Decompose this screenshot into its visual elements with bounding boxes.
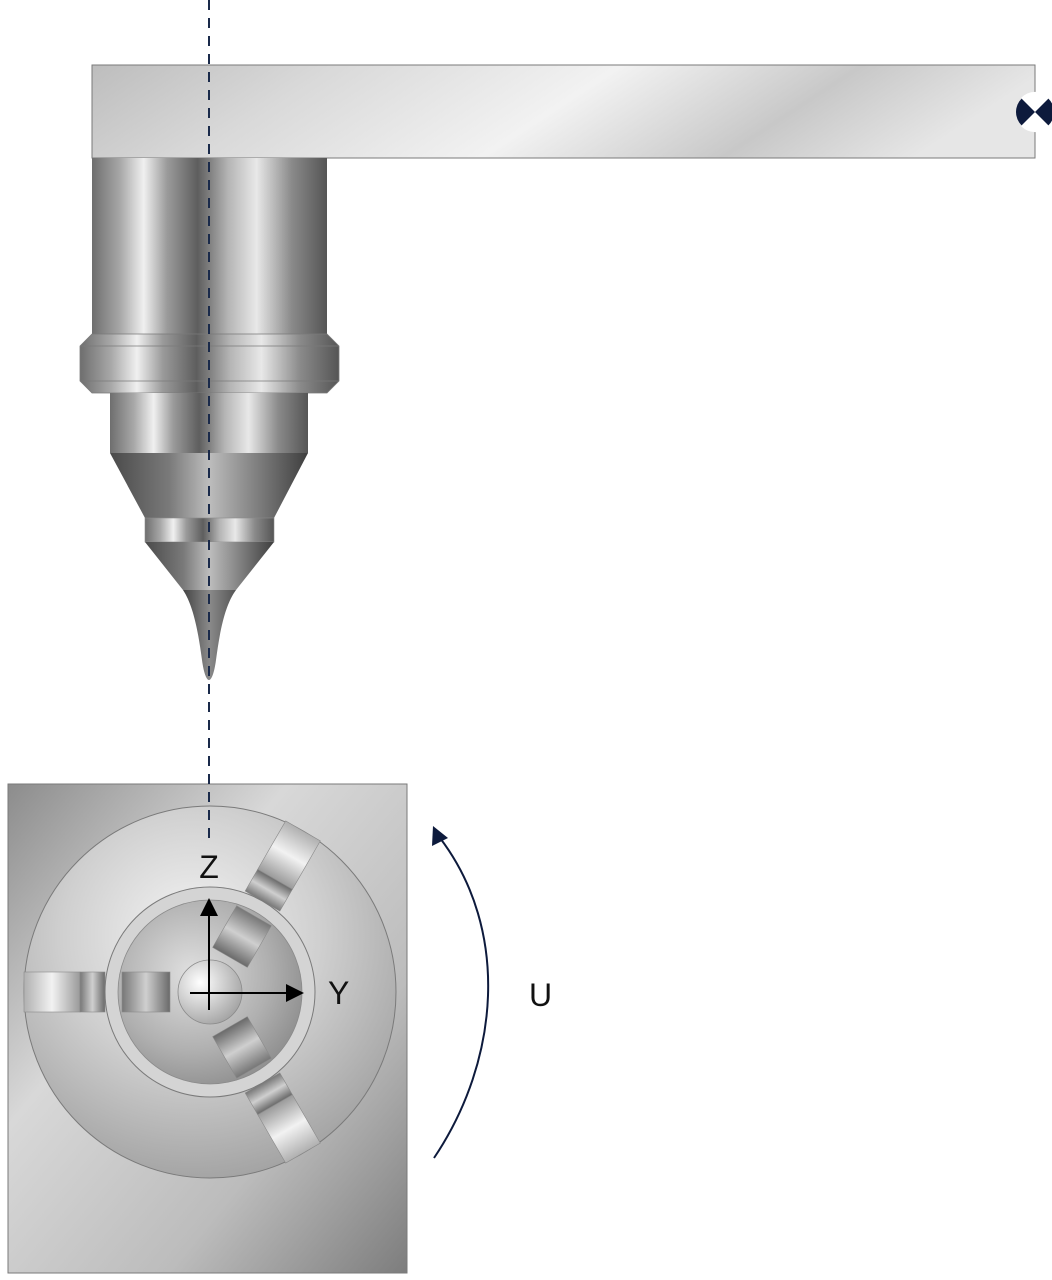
- inner-jaw-bottom-right: [212, 1016, 272, 1079]
- axis-z-label: Z: [199, 849, 219, 885]
- inner-jaw-top-right: [212, 905, 272, 968]
- y-axis-arrow: [190, 984, 304, 1002]
- chuck-jaw-left: [23, 971, 106, 1013]
- horizontal-arm: [91, 64, 1036, 159]
- nozzle-cone: [110, 453, 308, 518]
- sensor-marker-icon: [1016, 91, 1052, 133]
- axis-y-label: Y: [328, 975, 349, 1011]
- chuck-jaw-top-right: [244, 820, 321, 912]
- inner-jaw-left: [121, 971, 171, 1013]
- rotation-u-label: U: [529, 977, 552, 1013]
- rotation-arrow: [432, 826, 490, 1159]
